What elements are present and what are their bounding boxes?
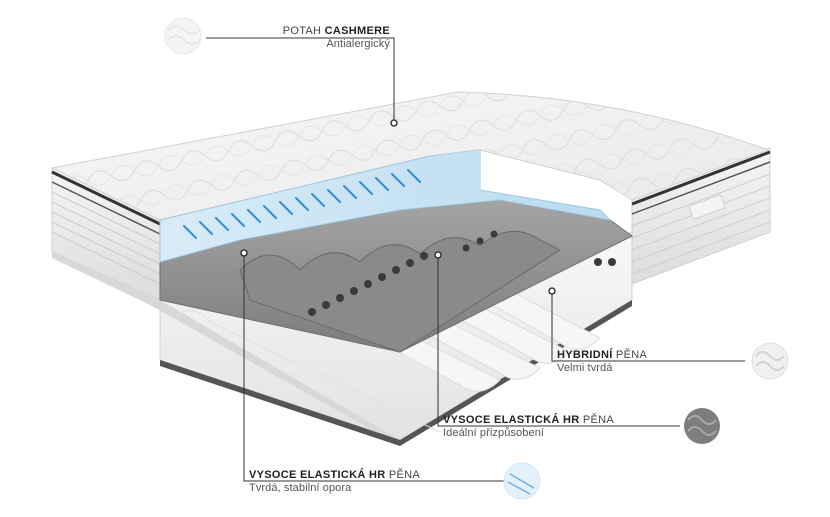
blue-hr-foam-layer	[159, 149, 612, 263]
leader-dot-cover	[390, 119, 398, 127]
label-hybrid-light: PĚNA	[612, 349, 648, 361]
label-hr-mid-title: VYSOCE ELASTICKÁ HR PĚNA	[443, 414, 614, 427]
label-cover-light: POTAH	[282, 25, 325, 37]
label-hybrid-title: HYBRIDNÍ PĚNA	[557, 349, 647, 362]
leader-dot-hr-mid	[434, 251, 442, 259]
leader-dot-hybrid	[548, 287, 556, 295]
label-hr-bottom-light: PĚNA	[385, 469, 421, 481]
label-hybrid: HYBRIDNÍ PĚNA Velmi tvrdá	[557, 349, 647, 375]
label-hr-mid-bold: VYSOCE ELASTICKÁ HR	[443, 414, 580, 426]
label-hr-bottom-title: VYSOCE ELASTICKÁ HR PĚNA	[249, 469, 420, 482]
label-hybrid-sub: Velmi tvrdá	[557, 362, 613, 374]
label-hr-mid-light: PĚNA	[579, 414, 615, 426]
leader-line-hr-mid	[437, 256, 680, 427]
white-foam-icon	[751, 342, 789, 380]
leader-lines	[206, 37, 745, 482]
label-hr-bottom: VYSOCE ELASTICKÁ HR PĚNA Tvrdá, stabilní…	[249, 469, 420, 495]
leader-line-cover	[206, 37, 395, 122]
label-hr-mid: VYSOCE ELASTICKÁ HR PĚNA Ideální přizpůs…	[443, 414, 614, 440]
quilted-fabric-icon	[164, 17, 202, 55]
leader-line-hybrid	[551, 292, 745, 362]
leader-dots	[240, 119, 556, 295]
mattress-side-right	[631, 147, 771, 285]
label-hr-bottom-bold: VYSOCE ELASTICKÁ HR	[249, 469, 386, 481]
label-hybrid-bold: HYBRIDNÍ	[557, 349, 613, 361]
label-cover-bold: CASHMERE	[324, 25, 390, 37]
label-hr-bottom-sub: Tvrdá, stabilní opora	[249, 482, 352, 494]
mattress-top-cover	[50, 91, 770, 221]
leader-dot-hr-bottom	[240, 249, 248, 257]
blue-foam-slits	[182, 168, 422, 240]
grey-foam-holes	[308, 230, 616, 316]
leader-line-hr-bottom	[243, 254, 505, 482]
label-cover: POTAH CASHMERE Antialergický	[283, 25, 390, 51]
label-cover-title: POTAH CASHMERE	[283, 25, 390, 38]
blue-foam-icon	[503, 462, 541, 500]
label-cover-sub: Antialergický	[326, 38, 390, 50]
label-hr-mid-sub: Ideální přizpůsobení	[443, 427, 545, 439]
grey-foam-icon	[684, 408, 720, 444]
